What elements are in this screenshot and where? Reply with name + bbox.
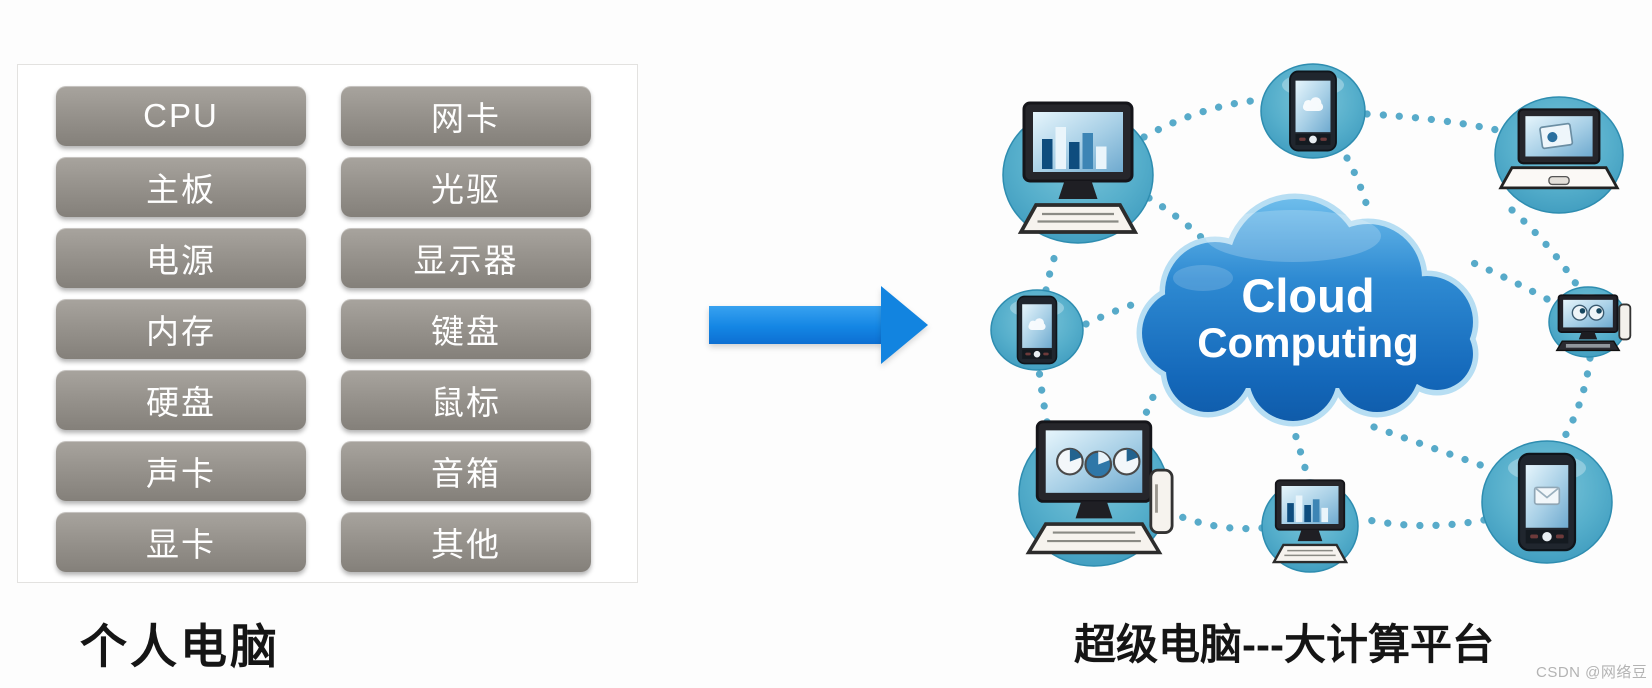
component-label: 主板 <box>146 171 216 208</box>
component-label: 电源 <box>146 242 216 279</box>
component-graphics-card: 显卡 <box>56 512 306 572</box>
component-label: 内存 <box>146 313 216 350</box>
cloud-gloss <box>1173 265 1233 291</box>
node-top-right-laptop <box>1494 96 1624 214</box>
component-label: 显示器 <box>413 242 519 279</box>
smartphone-icon <box>1016 295 1058 365</box>
component-label: 键盘 <box>431 313 501 350</box>
dotted-link <box>1557 354 1594 447</box>
component-label: 光驱 <box>431 171 501 208</box>
dotted-link <box>1287 417 1311 479</box>
node-bottom-left-desktop <box>1018 420 1174 567</box>
cloud: Cloud Computing <box>1136 193 1479 427</box>
component-label: 网卡 <box>431 100 501 137</box>
dotted-link <box>1355 514 1488 530</box>
node-mid-right-desktop <box>1548 286 1632 358</box>
component-buttons: CPU 主板 电源 内存 硬盘 声卡 显卡 网卡 光驱 显示器 键盘 鼠标 音箱… <box>56 86 591 572</box>
watermark: CSDN @网络豆 <box>1536 664 1648 681</box>
node-top-center-phone <box>1260 63 1366 159</box>
cloud-title-line2: Computing <box>1197 319 1419 366</box>
node-bottom-right-phone <box>1481 440 1613 564</box>
component-speaker: 音箱 <box>341 441 591 501</box>
component-motherboard: 主板 <box>56 157 306 217</box>
component-sound-card: 声卡 <box>56 441 306 501</box>
component-label: 音箱 <box>431 455 501 492</box>
pc-components-panel: CPU 主板 电源 内存 硬盘 声卡 显卡 网卡 光驱 显示器 键盘 鼠标 音箱… <box>17 64 638 583</box>
cloud-computing-illustration: Cloud Computing <box>990 63 1632 573</box>
dotted-link <box>1145 194 1205 241</box>
component-other: 其他 <box>341 512 591 572</box>
dotted-link <box>1363 110 1501 134</box>
arrow-body <box>709 306 883 344</box>
dotted-link <box>1458 254 1551 303</box>
dotted-link <box>1370 423 1490 471</box>
dotted-link <box>1042 240 1063 294</box>
component-keyboard: 键盘 <box>341 299 591 359</box>
component-memory: 内存 <box>56 299 306 359</box>
component-label: 鼠标 <box>431 384 501 421</box>
component-hard-disk: 硬盘 <box>56 370 306 430</box>
dotted-link <box>1082 299 1141 328</box>
component-monitor: 显示器 <box>341 228 591 288</box>
node-mid-left-phone <box>990 289 1084 371</box>
desktop-barchart-icon <box>1272 479 1348 564</box>
component-label: 硬盘 <box>146 384 216 421</box>
dotted-connections <box>1035 96 1594 533</box>
dotted-link <box>1508 206 1582 291</box>
dotted-link <box>1126 96 1264 149</box>
component-cpu: CPU <box>56 86 306 146</box>
node-top-left-desktop <box>1002 101 1154 244</box>
dotted-link <box>1035 366 1051 426</box>
dotted-link <box>1163 507 1266 533</box>
smartphone-mail-icon <box>1517 452 1577 552</box>
component-power-supply: 电源 <box>56 228 306 288</box>
cloud-title-line1: Cloud <box>1241 269 1374 322</box>
desktop-barchart-icon <box>1019 101 1137 234</box>
component-label: 声卡 <box>146 455 216 492</box>
component-label: 显卡 <box>146 526 216 563</box>
component-network-card: 网卡 <box>341 86 591 146</box>
component-optical-drive: 光驱 <box>341 157 591 217</box>
smartphone-icon <box>1289 70 1337 152</box>
left-caption: 个人电脑 <box>80 620 280 673</box>
dotted-link <box>1343 154 1370 207</box>
component-mouse: 鼠标 <box>341 370 591 430</box>
node-bottom-center-desktop <box>1261 479 1359 573</box>
cloud-gloss <box>1205 210 1381 262</box>
right-caption: 超级电脑---大计算平台 <box>1074 621 1494 668</box>
arrow-head-icon <box>881 286 928 364</box>
component-label: 其他 <box>431 526 501 563</box>
component-label: CPU <box>143 97 219 134</box>
laptop-icon <box>1499 108 1619 190</box>
